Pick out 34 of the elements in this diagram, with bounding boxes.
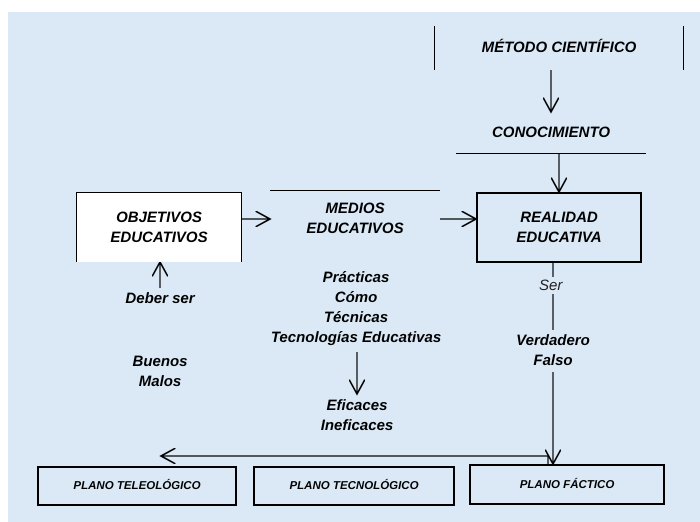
arrow	[348, 352, 366, 395]
text-label: Deber ser	[124, 289, 196, 309]
box-label: PLANO TECNOLÓGICO	[288, 478, 420, 494]
text-label: Ineficaces	[320, 416, 394, 436]
heading-frame	[434, 26, 684, 70]
text-label: Verdadero	[515, 331, 591, 351]
box-label: PLANO TELEOLÓGICO	[72, 478, 202, 494]
box-label: MEDIOS EDUCATIVOS	[305, 198, 405, 238]
arrow	[550, 154, 568, 193]
box-label: REALIDAD EDUCATIVA	[515, 208, 603, 248]
text-label: Técnicas	[322, 308, 390, 328]
box-label: OBJETIVOS EDUCATIVOS	[109, 208, 209, 248]
plane-box	[469, 464, 665, 505]
arrow	[160, 447, 549, 465]
process-box	[76, 192, 242, 262]
text-label: Malos	[138, 372, 182, 392]
box-label: CONOCIMIENTO	[490, 122, 612, 142]
text-label: Tecnologías Educativas	[270, 328, 442, 348]
arrow	[542, 70, 560, 113]
text-label: Cómo	[334, 288, 378, 308]
text-label: Falso	[532, 351, 574, 371]
arrow	[242, 210, 271, 228]
box-label: PLANO FÁCTICO	[518, 476, 616, 492]
process-box	[476, 192, 642, 263]
text-label: Eficaces	[326, 396, 388, 416]
text-label: Buenos	[131, 352, 188, 372]
arrow	[151, 261, 169, 288]
text-label: Prácticas	[322, 268, 390, 288]
box-label: MÉTODO CIENTÍFICO	[480, 38, 638, 58]
edge-label: Ser	[537, 276, 564, 294]
plane-box	[37, 466, 237, 506]
arrow	[544, 372, 562, 465]
plane-box	[253, 466, 455, 506]
arrow	[440, 210, 477, 228]
